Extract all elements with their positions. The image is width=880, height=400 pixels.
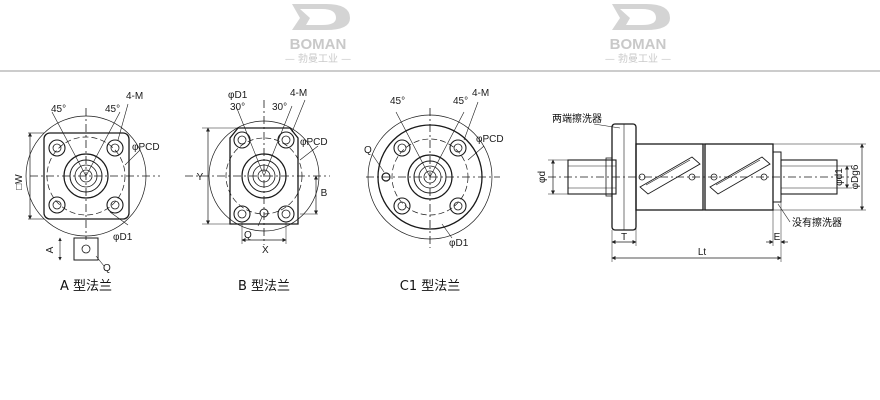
label-pcd: φPCD xyxy=(476,134,504,145)
label-d: φd xyxy=(537,171,548,183)
mount-hole-icon xyxy=(106,196,124,214)
flange-c1-view xyxy=(366,101,500,248)
caption-flange-a: A 型法兰 xyxy=(60,279,112,294)
label-wiper-both: 两端擦洗器 xyxy=(552,112,602,125)
watermark-logo-right: BOMAN — 勃曼工业 — xyxy=(605,4,671,65)
watermark-subtitle: — 勃曼工业 — xyxy=(285,52,351,65)
label-holes: 4-M xyxy=(290,88,307,99)
watermark-brand: BOMAN xyxy=(610,36,667,53)
caption-flange-b: B 型法兰 xyxy=(238,279,290,294)
label-angle: 30° xyxy=(272,102,287,113)
mount-hole-icon xyxy=(106,139,124,157)
label-a: A xyxy=(45,246,56,253)
mount-hole-icon xyxy=(449,197,467,215)
label-holes: 4-M xyxy=(472,88,489,99)
label-holes: 4-M xyxy=(126,91,143,102)
mount-hole-icon xyxy=(48,196,66,214)
flange-b-view xyxy=(185,99,330,245)
label-dg6: φDg6 xyxy=(850,164,861,189)
ballnut-side-view xyxy=(548,123,866,262)
label-wiper-none: 没有擦洗器 xyxy=(792,216,842,229)
label-angle: 45° xyxy=(51,104,66,115)
label-x: X xyxy=(262,245,269,256)
caption-flange-c1: C1 型法兰 xyxy=(400,279,460,294)
flange-a-view xyxy=(25,103,160,267)
label-d1: φd1 xyxy=(834,168,845,186)
return-tube-icon xyxy=(639,156,701,195)
label-b: B xyxy=(321,188,328,199)
mount-hole-icon xyxy=(48,139,66,157)
label-pcd: φPCD xyxy=(132,142,160,153)
mount-hole-icon xyxy=(449,139,467,157)
screw-icon xyxy=(638,173,768,181)
logo-mark-icon xyxy=(292,4,350,30)
mount-hole-icon xyxy=(233,131,251,149)
label-q: Q xyxy=(364,145,372,156)
label-lt: Lt xyxy=(698,247,707,258)
label-t: T xyxy=(621,232,627,243)
mount-hole-icon xyxy=(393,139,411,157)
label-d1-top: φD1 xyxy=(228,90,248,101)
mount-hole-icon xyxy=(233,205,251,223)
label-q: Q xyxy=(103,263,111,274)
return-tube-icon xyxy=(709,156,771,195)
watermark-logo-left: BOMAN — 勃曼工业 — xyxy=(285,4,351,65)
label-angle: 45° xyxy=(390,96,405,107)
watermark-brand: BOMAN xyxy=(290,36,347,53)
label-q: Q xyxy=(244,230,252,241)
label-w: □W xyxy=(14,174,25,190)
label-angle: 45° xyxy=(105,104,120,115)
label-e: E xyxy=(774,232,781,243)
label-pcd: φPCD xyxy=(300,137,328,148)
label-angle: 45° xyxy=(453,96,468,107)
label-d1: φD1 xyxy=(449,238,469,249)
label-d1: φD1 xyxy=(113,232,133,243)
mount-hole-icon xyxy=(277,205,295,223)
label-angle: 30° xyxy=(230,102,245,113)
mount-hole-icon xyxy=(393,197,411,215)
watermark-subtitle: — 勃曼工业 — xyxy=(605,52,671,65)
label-y: Y xyxy=(197,172,204,183)
logo-mark-icon xyxy=(612,4,670,30)
mount-hole-icon xyxy=(277,131,295,149)
